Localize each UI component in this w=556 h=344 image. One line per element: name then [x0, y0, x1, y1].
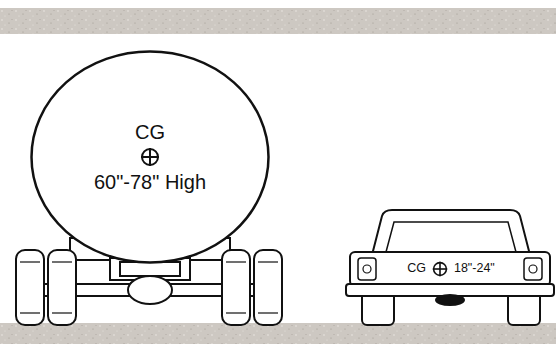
car-illustration	[346, 210, 554, 325]
road-edge-bottom	[0, 323, 556, 344]
node-content: CG 60"-78" High	[30, 50, 270, 264]
height-range: 60"-78" High	[94, 171, 206, 193]
cg-symbol	[432, 261, 448, 277]
car-body: CG 18"-24"	[374, 255, 528, 283]
cg-symbol	[140, 147, 160, 167]
tank-body: CG 60"-78" High	[30, 50, 270, 264]
height-range: 18"-24"	[454, 262, 495, 276]
node-content: CG 18"-24"	[374, 255, 528, 283]
road-edge-top	[0, 8, 556, 34]
cg-label: CG	[407, 262, 426, 276]
cg-label: CG	[135, 121, 165, 143]
